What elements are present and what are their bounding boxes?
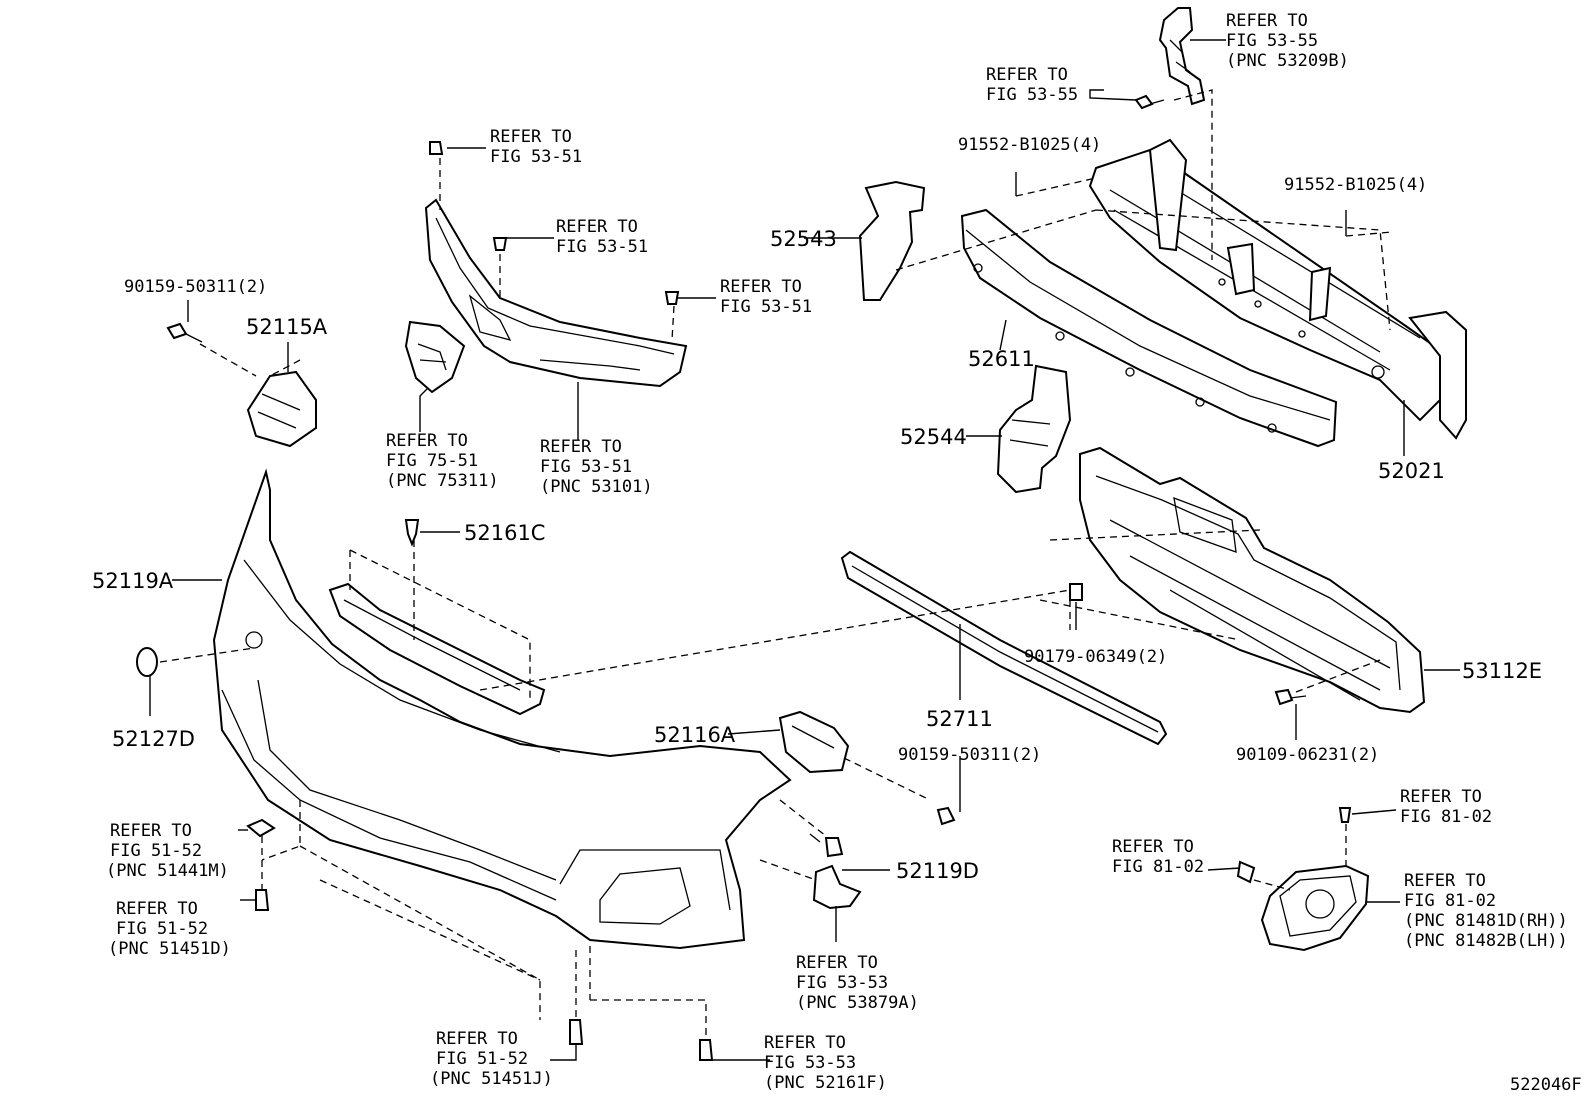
retainer-52116a — [778, 710, 850, 774]
clip-52161c — [404, 519, 420, 547]
bracket-53879a — [812, 864, 862, 910]
screw-90109 — [1274, 688, 1307, 706]
figure-id: 522046F — [1510, 1075, 1582, 1095]
bolt-90159-right — [936, 806, 956, 826]
bolt-53-55 — [1134, 94, 1165, 110]
label-52161c: 52161C — [464, 521, 545, 545]
label-90109: 90109-06231(2) — [1236, 745, 1379, 765]
bumper-cover-52119a — [212, 468, 792, 950]
label-90179: 90179-06349(2) — [1024, 647, 1167, 667]
label-52119a: 52119A — [92, 569, 174, 593]
bracket-52544 — [996, 364, 1072, 494]
grille-bolts — [429, 141, 680, 305]
retainer-52115a — [246, 370, 317, 448]
label-52116a: 52116A — [654, 723, 736, 747]
label-90159a: 90159-50311(2) — [124, 277, 267, 297]
absorber-52611 — [960, 208, 1338, 448]
lower-grille-53112e — [1079, 446, 1426, 714]
label-52021: 52021 — [1378, 459, 1445, 483]
fog-bezel-81481d — [1260, 864, 1370, 952]
label-90159b: 90159-50311(2) — [898, 745, 1041, 765]
screw-52119d — [809, 833, 844, 858]
dashed-guides — [159, 89, 1393, 1040]
label-52127d: 52127D — [112, 727, 195, 751]
left-fasteners — [246, 818, 714, 1061]
label-52543: 52543 — [770, 227, 837, 251]
label-53112e: 53112E — [1462, 659, 1542, 683]
label-52115a: 52115A — [246, 315, 328, 339]
bracket-53209b — [1158, 7, 1206, 106]
reinforcement-52021 — [1088, 138, 1467, 440]
clip-90179 — [1069, 583, 1083, 601]
label-52711: 52711 — [926, 707, 993, 731]
label-52119d: 52119D — [896, 859, 979, 883]
upper-grille-53101 — [424, 198, 688, 388]
label-91552a: 91552-B1025(4) — [958, 135, 1101, 155]
label-52544: 52544 — [900, 425, 967, 449]
emblem-75311 — [404, 320, 466, 394]
fog-fasteners — [1236, 807, 1352, 884]
cap-52127d — [136, 647, 158, 677]
bracket-52543 — [858, 180, 926, 301]
leader-lines — [149, 39, 1460, 1061]
label-52611: 52611 — [968, 347, 1035, 371]
center-bracket — [328, 582, 546, 716]
molding-52711 — [840, 550, 1168, 746]
bolt-90159-left — [166, 322, 203, 343]
label-91552b: 91552-B1025(4) — [1284, 175, 1427, 195]
